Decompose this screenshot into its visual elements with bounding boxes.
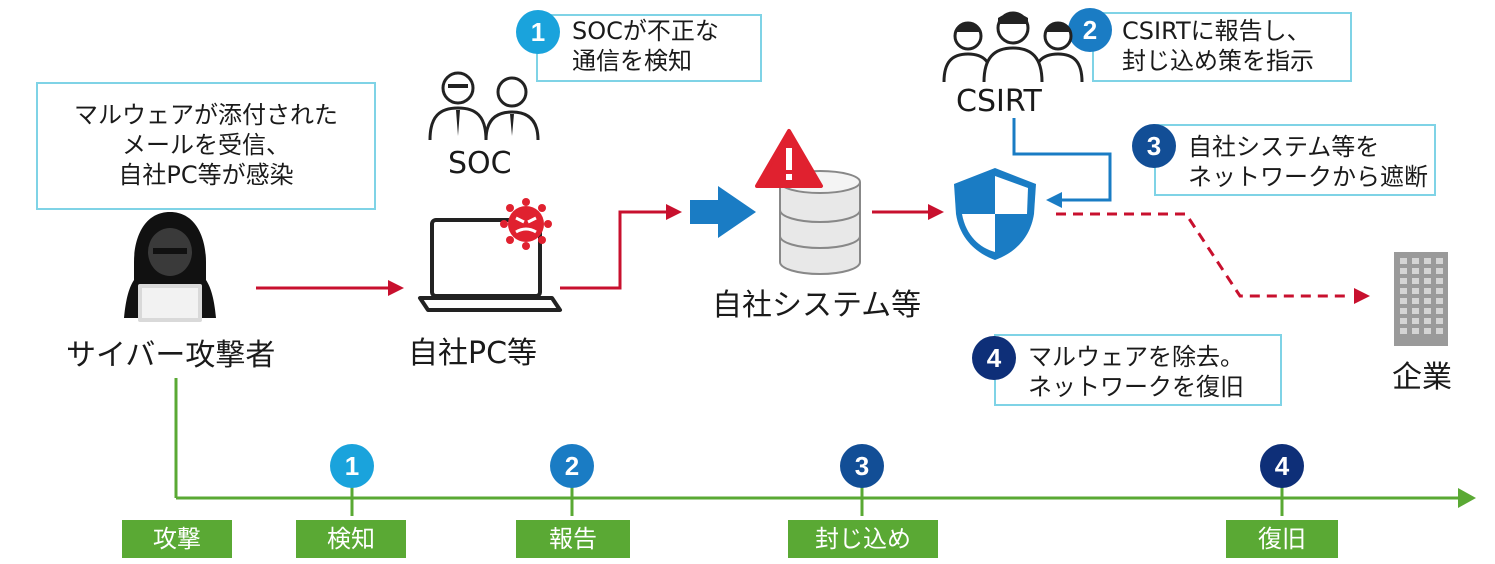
- arrow-pc-to-system: [560, 210, 668, 290]
- infection-note: マルウェアが添付された メールを受信、 自社PC等が感染: [36, 82, 376, 210]
- phase-attack: 攻撃: [122, 520, 232, 558]
- label-pc: 自社PC等: [408, 336, 538, 371]
- timeline-marker-2: 2: [550, 444, 594, 488]
- virus-icon: [500, 198, 552, 250]
- step2-note: [1092, 12, 1352, 82]
- step1-badge: 1: [516, 10, 560, 54]
- timeline-marker-4: 4: [1260, 444, 1304, 488]
- step2-note-text: CSIRTに報告し、 封じ込め策を指示: [1122, 17, 1314, 75]
- shield-icon: [954, 168, 1036, 260]
- timeline-arrowhead: [1458, 488, 1476, 508]
- step2-badge: 2: [1068, 8, 1112, 52]
- three-persons-icon: [942, 11, 1084, 83]
- step1-note-text: SOCが不正な 通信を検知: [572, 17, 719, 75]
- step4-badge: 4: [972, 336, 1016, 380]
- timeline-marker-1: 1: [330, 444, 374, 488]
- blue-block-arrow: [690, 186, 756, 238]
- infection-note-text: マルウェアが添付された メールを受信、 自社PC等が感染: [74, 101, 338, 189]
- phase-detection: 検知: [296, 520, 406, 558]
- arrow-shield-to-company: [1056, 212, 1350, 298]
- label-attacker: サイバー攻撃者: [66, 338, 276, 373]
- step4-note: [994, 334, 1282, 406]
- step3-note-text: 自社システム等を ネットワークから遮断: [1188, 133, 1428, 191]
- step4-note-text: マルウェアを除去。 ネットワークを復旧: [1028, 343, 1244, 401]
- timeline-marker-3: 3: [840, 444, 884, 488]
- hooded-hacker-icon: [124, 212, 216, 322]
- two-persons-icon: [428, 71, 540, 141]
- step3-note: [1154, 124, 1436, 196]
- phase-report: 報告: [516, 520, 630, 558]
- phase-recovery: 復旧: [1226, 520, 1338, 558]
- label-company: 企業: [1392, 360, 1452, 395]
- building-icon: [1394, 252, 1448, 346]
- arrow-csirt-to-shield: [1012, 118, 1112, 202]
- phase-containment: 封じ込め: [788, 520, 938, 558]
- warning-icon: [755, 129, 823, 188]
- label-system: 自社システム等: [712, 288, 922, 323]
- step3-badge: 3: [1132, 124, 1176, 168]
- label-csirt: CSIRT: [956, 84, 1042, 119]
- label-soc: SOC: [448, 146, 512, 181]
